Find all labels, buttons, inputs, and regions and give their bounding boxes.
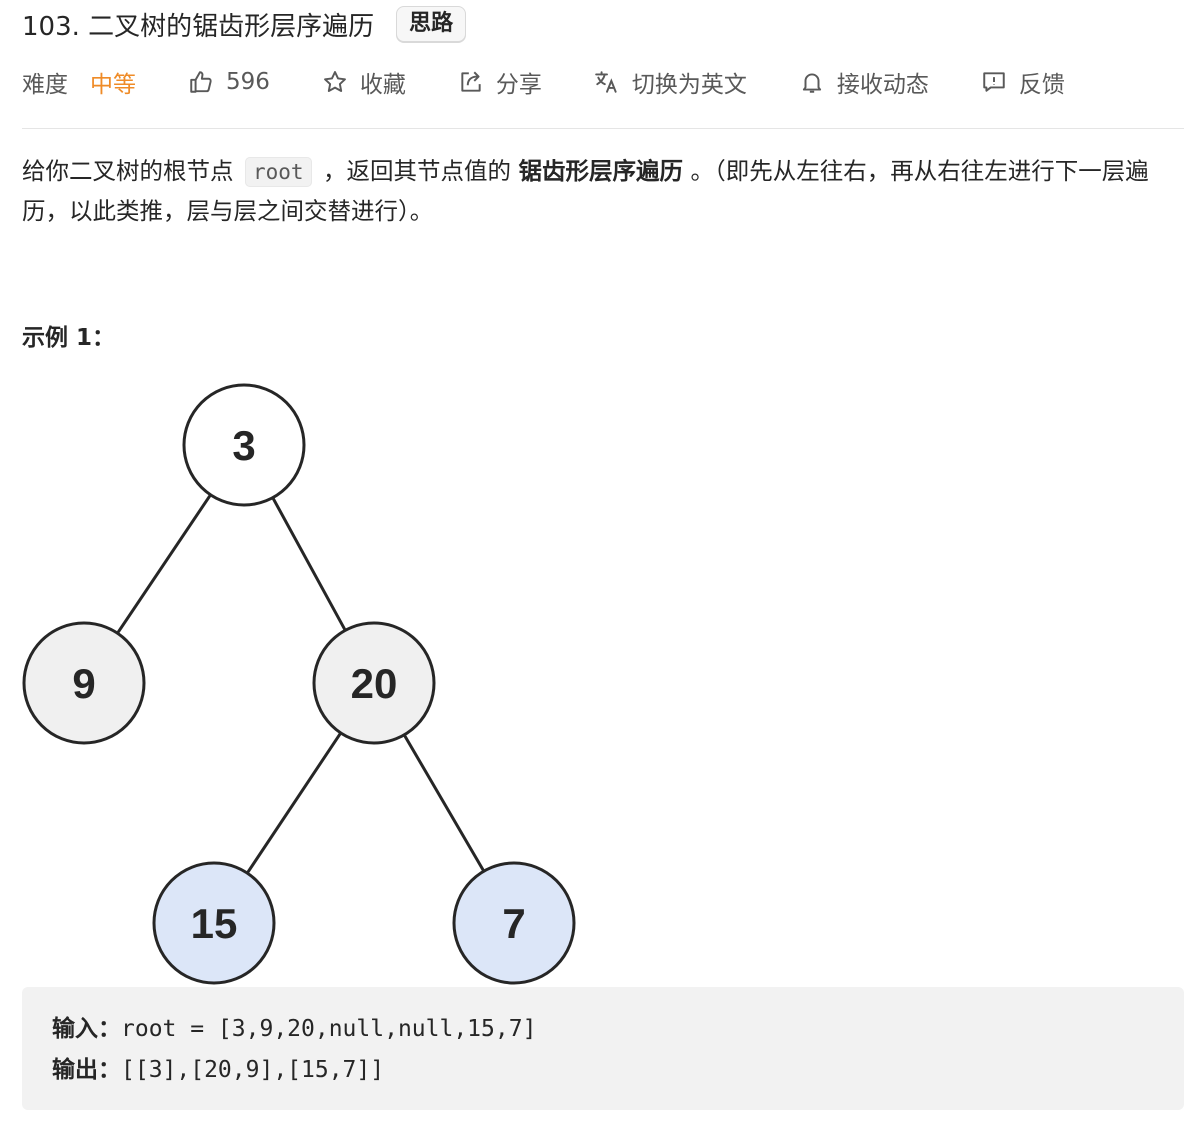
example-input: 输入：root = [3,9,20,null,null,15,7] [52,1009,1154,1050]
tree-node-label: 20 [351,660,398,707]
translate-label: 切换为英文 [631,72,747,98]
tree-node-circle [152,861,276,985]
tree-node-3: 3 [182,383,306,507]
like-button[interactable]: 596 [188,69,270,95]
feedback-icon [983,72,1005,92]
tree-node-circle [312,621,436,745]
notify-label: 接收动态 [836,72,929,98]
share-button[interactable]: 分享 [458,65,542,99]
tree-node-15: 15 [152,861,276,985]
tree-node-9: 9 [22,621,146,745]
meta-toolbar: 难度 中等 596 收藏 分享 切换为英文 [22,62,1065,102]
tree-edge-n3-n9 [116,493,212,635]
tree-edge-n3-n20 [271,496,347,632]
problem-description: 给你二叉树的根节点 root ，返回其节点值的 锯齿形层序遍历 。（即先从左往右… [22,157,1149,225]
tree-node-label: 3 [232,422,255,469]
share-icon [461,71,481,92]
tree-edge-n20-n7 [402,734,486,872]
tree-node-20: 20 [312,621,436,745]
thumbs-up-icon [190,71,212,93]
feedback-button[interactable]: 反馈 [981,65,1065,99]
binary-tree-diagram: 3 9 20 15 7 [22,383,576,985]
output-value: [[3],[20,9],[15,7]] [121,1057,385,1083]
input-value: root = [3,9,20,null,null,15,7] [121,1016,537,1042]
tree-node-label: 7 [502,900,525,947]
feedback-label: 反馈 [1018,72,1065,98]
example-output: 输出：[[3],[20,9],[15,7]] [52,1050,1154,1091]
example-code-block: 输入：root = [3,9,20,null,null,15,7] 输出：[[3… [22,987,1184,1110]
title-row: 103. 二叉树的锯齿形层序遍历 思路 [22,4,467,44]
divider [22,128,1184,129]
emphasis-zigzag: 锯齿形层序遍历 [518,157,684,185]
notify-button[interactable]: 接收动态 [799,65,929,99]
difficulty-label: 难度 [22,72,68,98]
difficulty: 难度 中等 [22,65,136,99]
hint-tag-button[interactable]: 思路 [396,6,467,42]
problem-title: 103. 二叉树的锯齿形层序遍历 [22,11,375,42]
output-label: 输出： [52,1057,121,1083]
translate-icon [595,71,617,93]
difficulty-value: 中等 [90,72,136,98]
favorite-label: 收藏 [359,72,406,98]
star-icon [323,71,346,92]
example-heading: 示例 1： [22,325,116,351]
tree-edge-n20-n15 [246,732,342,874]
tree-node-label: 9 [72,660,95,707]
inline-code-root: root [244,157,312,187]
share-label: 分享 [495,72,542,98]
translate-button[interactable]: 切换为英文 [594,65,747,99]
input-label: 输入： [52,1016,121,1042]
tree-node-7: 7 [452,861,576,985]
bell-icon [802,73,822,93]
tree-node-circle [22,621,146,745]
tree-node-label: 15 [191,900,238,947]
like-count: 596 [226,69,270,95]
favorite-button[interactable]: 收藏 [322,65,406,99]
tree-node-circle [182,383,306,507]
tree-node-circle [452,861,576,985]
